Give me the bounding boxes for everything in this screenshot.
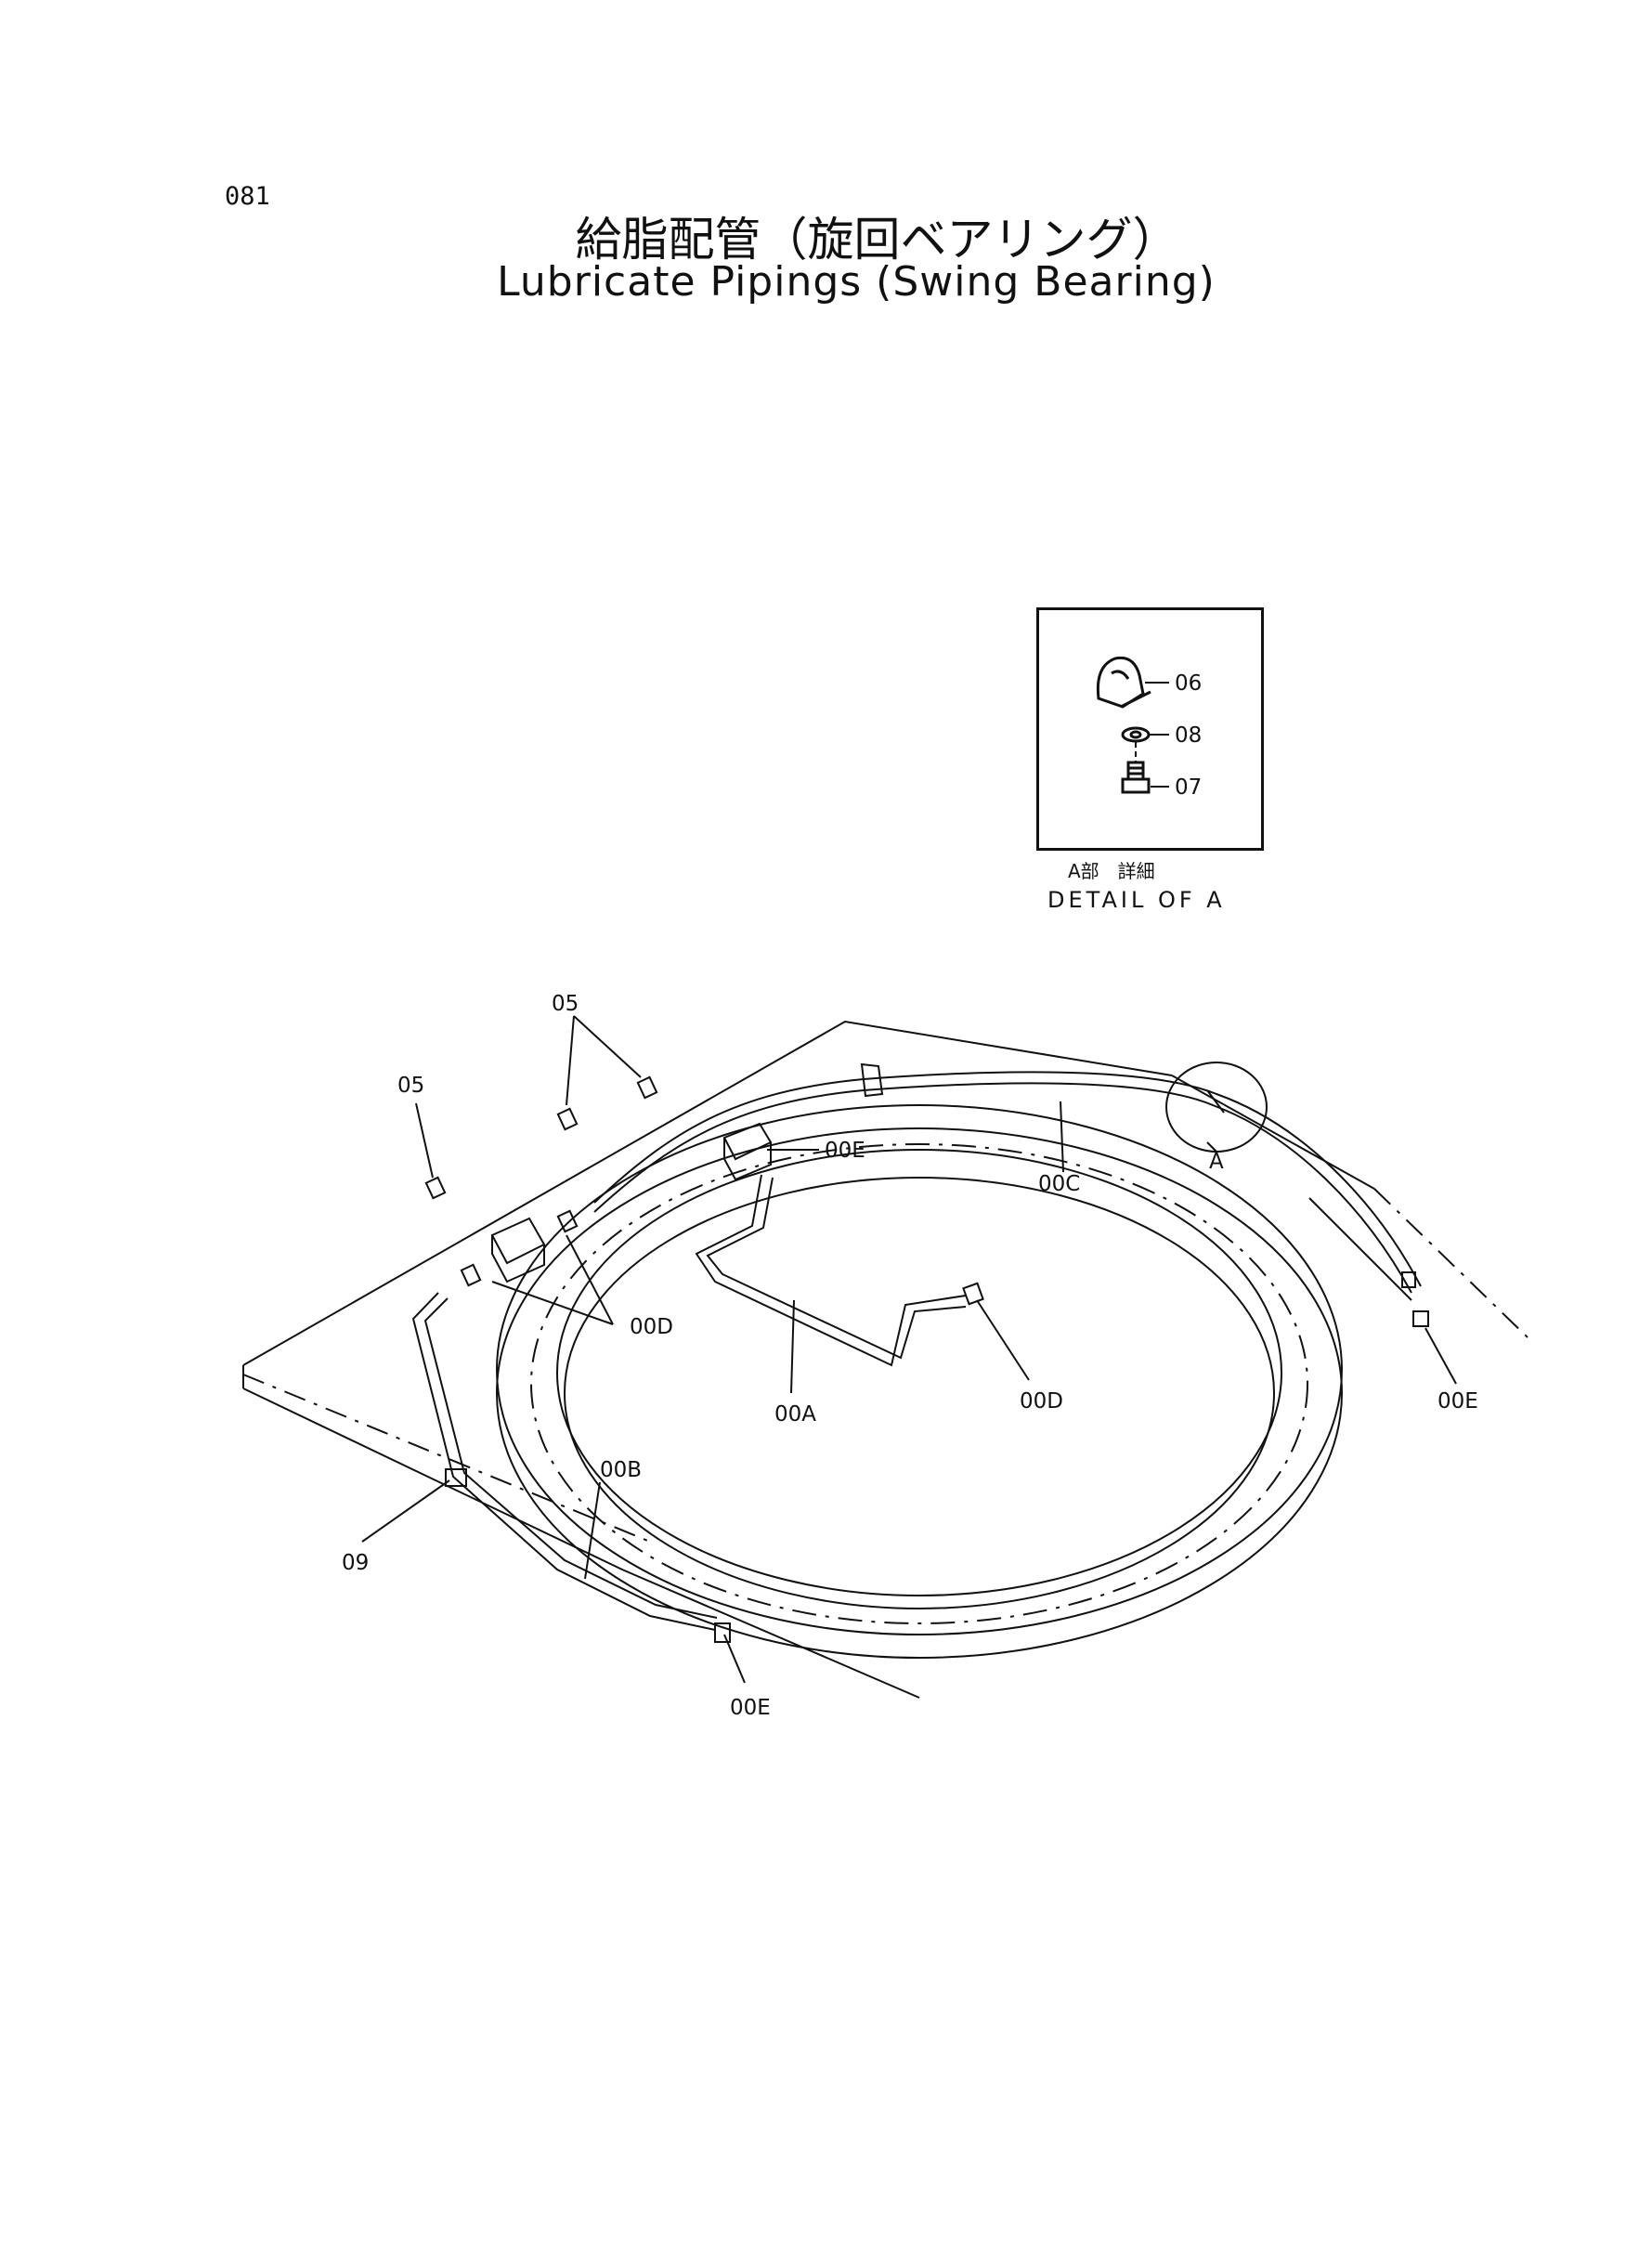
callout-A: A <box>1209 1150 1224 1174</box>
detail-a-drawing: 06 08 07 <box>1096 656 1202 800</box>
leader-lines <box>361 1015 1457 1684</box>
callout-00B: 00B <box>600 1458 642 1482</box>
callout-05-left: 05 <box>397 1074 424 1098</box>
detail-caption-english: DETAIL OF A <box>1047 887 1226 913</box>
pipe-00C <box>593 1062 1422 1294</box>
swing-bearing <box>496 1104 1343 1659</box>
label-07: 07 <box>1175 775 1202 800</box>
title-japanese: 給脂配管（旋回ベアリング） <box>575 213 1179 267</box>
callout-00E-right: 00E <box>1437 1389 1478 1414</box>
label-08: 08 <box>1175 723 1202 748</box>
callout-00E-top: 00E <box>825 1139 865 1163</box>
pipe-00A <box>695 1174 967 1367</box>
clamp-part <box>1096 656 1151 709</box>
callout-00E-bottom: 00E <box>730 1696 771 1720</box>
label-06: 06 <box>1175 671 1202 696</box>
title-english: Lubricate Pipings (Swing Bearing) <box>497 258 1216 306</box>
base-plate <box>242 1020 1528 1699</box>
callout-05-top: 05 <box>552 992 579 1016</box>
manifold-blocks <box>490 1122 773 1283</box>
callout-00D-right: 00D <box>1020 1389 1063 1414</box>
callout-00C: 00C <box>1038 1172 1080 1196</box>
callout-00D-left: 00D <box>630 1315 673 1339</box>
bolt-part <box>1121 761 1151 794</box>
page-number: 081 <box>225 182 270 211</box>
detail-a-box: 06 08 07 <box>1036 607 1264 851</box>
callout-09: 09 <box>342 1551 369 1575</box>
callout-00A: 00A <box>774 1402 816 1427</box>
pipe-00B <box>411 1292 718 1631</box>
fittings <box>424 1075 1429 1643</box>
detail-caption-japanese: A部 詳細 <box>1068 860 1155 882</box>
